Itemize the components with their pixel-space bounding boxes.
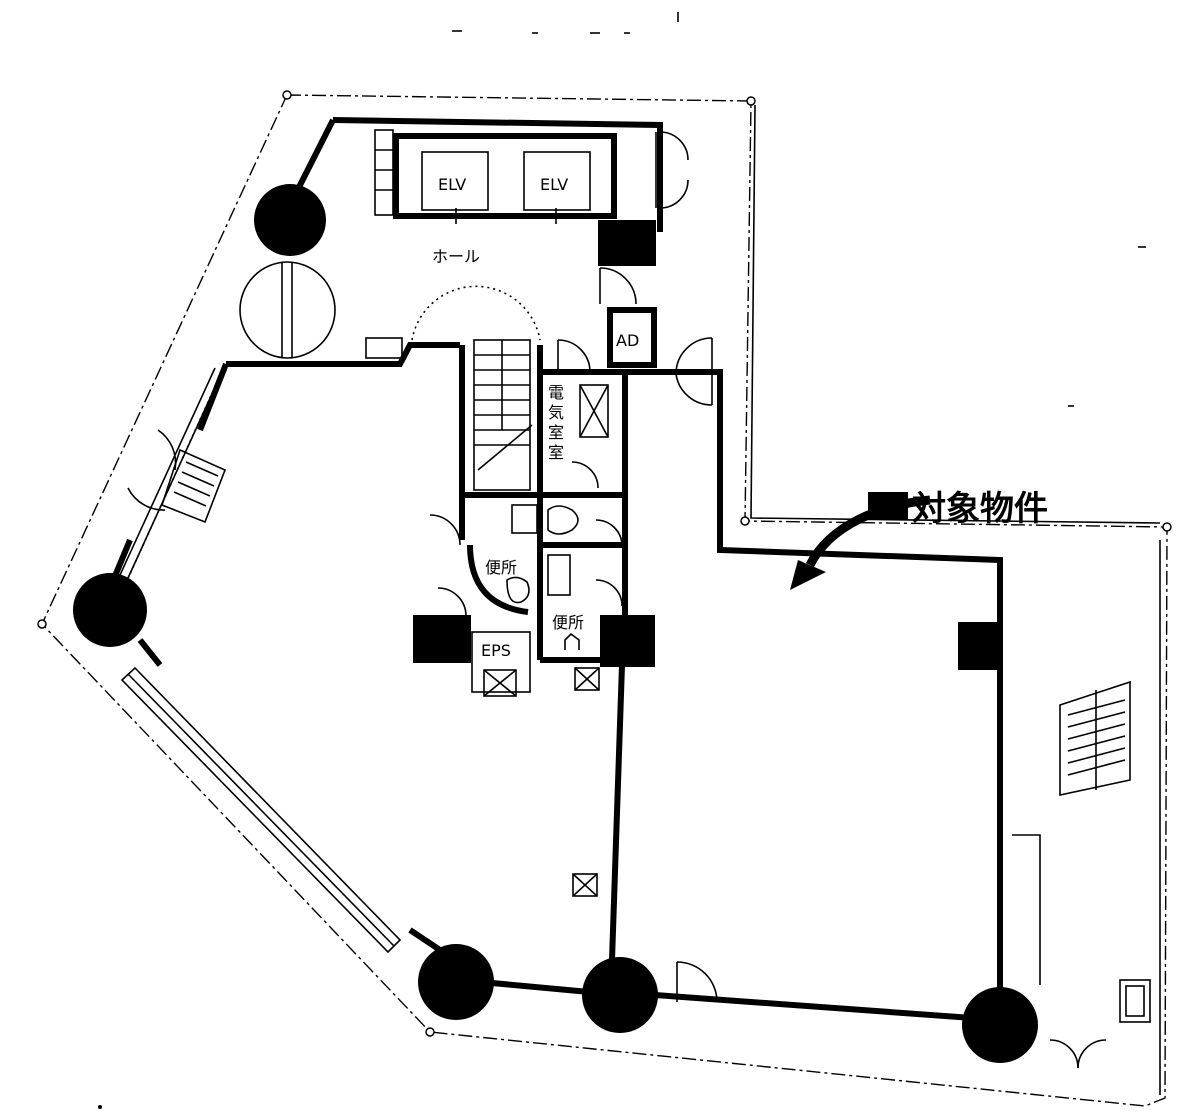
toilet-core: 便所 便所 [429, 495, 628, 663]
structural-columns [73, 184, 1038, 1063]
electric-room-char-3: 室 [548, 423, 564, 442]
eps-room: EPS [471, 631, 600, 697]
electric-room-char-1: 電 [548, 383, 564, 402]
column-core-left [413, 615, 471, 663]
site-boundary [37, 90, 1172, 1107]
toilet-label-1: 便所 [485, 558, 517, 577]
column-right [958, 622, 1000, 670]
hall-label: ホール [432, 247, 480, 266]
electric-room: 電 気 室 室 [540, 339, 628, 498]
exterior-walls [102, 117, 1003, 1023]
hall-area: ホール [239, 131, 689, 359]
central-partition [572, 664, 718, 1003]
elevator-label-1: ELV [438, 175, 466, 194]
stairwell [459, 339, 543, 498]
column-hall [598, 220, 656, 266]
left-curtain-wall [119, 367, 402, 954]
ad-room: AD [607, 307, 657, 368]
scan-marks [98, 12, 1146, 1109]
column-left [73, 573, 147, 647]
left-exterior-stair [127, 429, 227, 524]
target-callout: 対象物件 [790, 489, 1048, 590]
ad-label: AD [616, 331, 639, 350]
elevator-label-2: ELV [540, 175, 568, 194]
column-bottom-left [418, 944, 494, 1020]
eps-label: EPS [481, 641, 511, 660]
electric-room-char-4: 室 [548, 443, 564, 462]
column-bottom-center [582, 957, 658, 1033]
target-property-label: 対象物件 [912, 489, 1048, 529]
column-bottom-right [962, 987, 1038, 1063]
right-exterior [1012, 680, 1151, 1069]
elevator-core: ELV ELV [374, 129, 617, 224]
toilet-label-2: 便所 [552, 613, 584, 632]
electric-room-char-2: 気 [548, 403, 564, 422]
column-top-left [254, 184, 326, 256]
